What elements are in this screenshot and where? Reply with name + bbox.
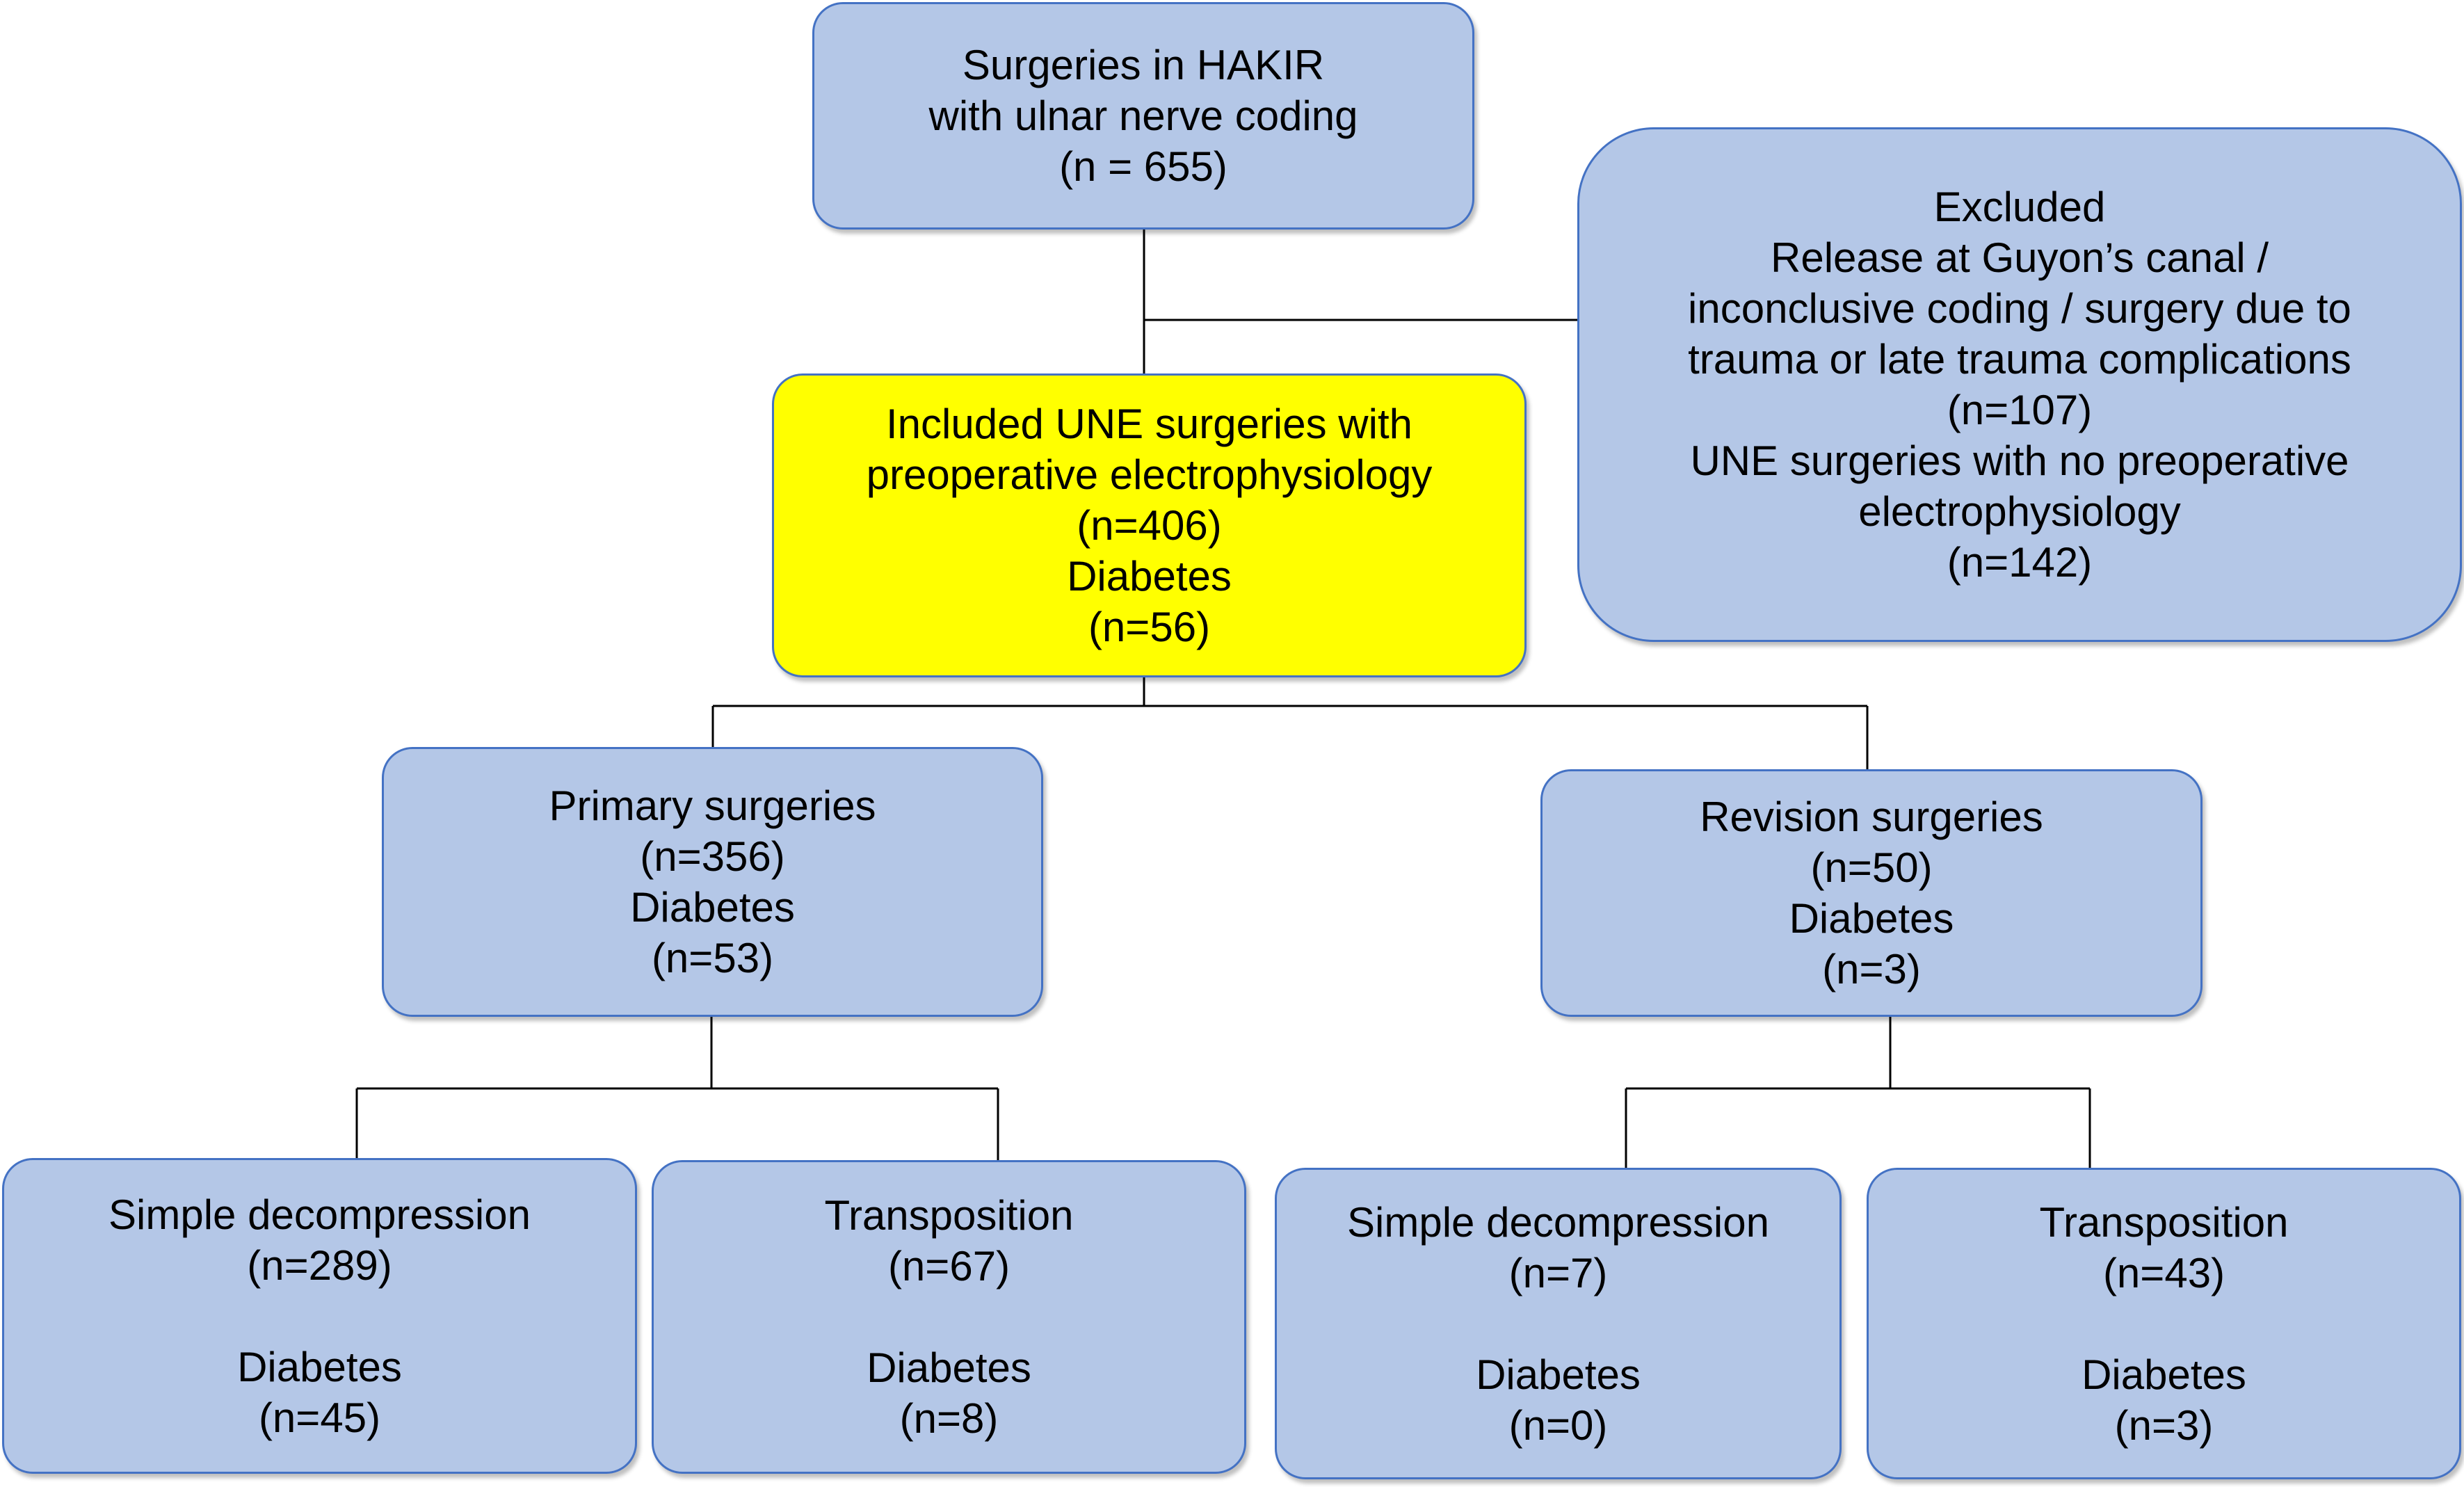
included-line-2: preoperative electrophysiology xyxy=(866,451,1433,498)
primary-simple-count: (n=289) xyxy=(247,1241,392,1289)
box-primary-transposition: Transposition (n=67) Diabetes (n=8) xyxy=(652,1160,1246,1474)
revision-simple-label: Simple decompression xyxy=(1347,1198,1769,1246)
primary-transposition-diabetes-label: Diabetes xyxy=(867,1344,1031,1391)
start-line-1: Surgeries in HAKIR xyxy=(962,42,1325,88)
box-revision-transposition: Transposition (n=43) Diabetes (n=3) xyxy=(1867,1168,2461,1479)
revision-transposition-label: Transposition xyxy=(2039,1198,2289,1246)
revision-transposition-count: (n=43) xyxy=(2102,1249,2225,1296)
excluded-reason1-count: (n=107) xyxy=(1947,387,2093,433)
revision-diabetes-count: (n=3) xyxy=(1822,946,1921,992)
primary-transposition-count: (n=67) xyxy=(887,1243,1010,1289)
revision-count: (n=50) xyxy=(1810,844,1933,891)
box-excluded: Excluded Release at Guyon’s canal / inco… xyxy=(1577,127,2462,642)
primary-simple-label: Simple decompression xyxy=(108,1191,531,1238)
revision-simple-diabetes-label: Diabetes xyxy=(1476,1351,1641,1398)
excluded-reason2-count: (n=142) xyxy=(1947,539,2093,586)
included-line-1: Included UNE surgeries with xyxy=(885,401,1412,447)
included-diabetes-count: (n=56) xyxy=(1088,604,1211,650)
excluded-reason1-line3: trauma or late trauma complications xyxy=(1688,336,2351,383)
included-count: (n=406) xyxy=(1077,502,1222,549)
revision-simple-count: (n=7) xyxy=(1508,1249,1608,1296)
excluded-reason2-line2: electrophysiology xyxy=(1858,488,2181,535)
primary-diabetes-label: Diabetes xyxy=(630,884,795,931)
revision-label: Revision surgeries xyxy=(1700,794,2043,840)
primary-simple-diabetes-count: (n=45) xyxy=(258,1394,381,1441)
revision-diabetes-label: Diabetes xyxy=(1789,895,1954,942)
primary-transposition-label: Transposition xyxy=(824,1192,1074,1239)
excluded-heading: Excluded xyxy=(1933,184,2106,230)
revision-transposition-diabetes-count: (n=3) xyxy=(2114,1401,2214,1449)
excluded-reason2-line1: UNE surgeries with no preoperative xyxy=(1690,437,2349,484)
primary-label: Primary surgeries xyxy=(549,782,876,829)
revision-transposition-diabetes-label: Diabetes xyxy=(2081,1351,2246,1398)
box-primary-surgeries: Primary surgeries (n=356) Diabetes (n=53… xyxy=(382,747,1043,1017)
box-surgeries-in-hakir: Surgeries in HAKIR with ulnar nerve codi… xyxy=(812,2,1474,230)
revision-simple-diabetes-count: (n=0) xyxy=(1508,1401,1608,1449)
excluded-reason1-line1: Release at Guyon’s canal / xyxy=(1771,234,2269,281)
primary-simple-diabetes-label: Diabetes xyxy=(237,1343,402,1390)
primary-count: (n=356) xyxy=(640,833,785,880)
primary-diabetes-count: (n=53) xyxy=(651,935,774,981)
box-revision-simple-decompression: Simple decompression (n=7) Diabetes (n=0… xyxy=(1275,1168,1842,1479)
start-line-2: with ulnar nerve coding xyxy=(928,93,1358,139)
excluded-reason1-line2: inconclusive coding / surgery due to xyxy=(1688,285,2351,332)
included-diabetes-label: Diabetes xyxy=(1067,553,1232,600)
box-revision-surgeries: Revision surgeries (n=50) Diabetes (n=3) xyxy=(1540,769,2203,1017)
box-included-une-surgeries: Included UNE surgeries with preoperative… xyxy=(772,373,1527,677)
primary-transposition-diabetes-count: (n=8) xyxy=(899,1395,999,1442)
box-primary-simple-decompression: Simple decompression (n=289) Diabetes (n… xyxy=(2,1158,637,1474)
start-count: (n = 655) xyxy=(1059,143,1227,190)
